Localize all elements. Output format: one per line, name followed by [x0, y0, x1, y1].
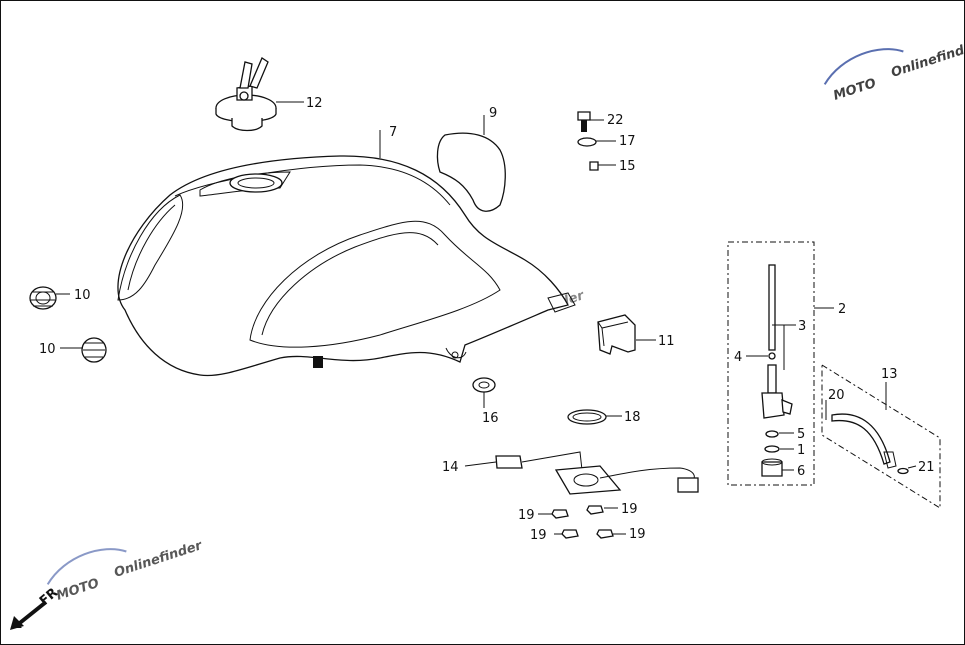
fuel-cock-assembly-box: [727, 241, 815, 486]
callout-19-d: 19: [629, 527, 646, 542]
grommet-drawing: [472, 377, 496, 393]
callout-17: 17: [619, 134, 636, 149]
fuel-sensor-drawing: [495, 451, 699, 495]
knee-pad-drawing: [436, 132, 506, 212]
fuel-cap-drawing: [215, 57, 277, 132]
callout-19-c: 19: [530, 528, 547, 543]
callout-9: 9: [489, 106, 497, 121]
collar-drawing: [589, 161, 599, 171]
callout-12: 12: [306, 96, 323, 111]
callout-18: 18: [624, 410, 641, 425]
fuel-hose-drawing: [825, 400, 909, 475]
callout-15: 15: [619, 159, 636, 174]
o-ring-drawing: [567, 409, 607, 425]
callout-20: 20: [828, 388, 845, 403]
callout-1: 1: [797, 443, 805, 458]
rubber-knob-drawing-a: [29, 286, 57, 310]
callout-labels: 12 7 9 22 17 15 10 10 11 16 18 14 19 19 …: [39, 96, 935, 543]
rubber-knob-drawing-b: [81, 337, 107, 363]
nut-drawing-a: [551, 509, 569, 519]
callout-10-a: 10: [74, 288, 91, 303]
callout-21: 21: [918, 460, 935, 475]
fuel-tank-drawing: [117, 155, 576, 377]
callout-14: 14: [442, 460, 459, 475]
washer-drawing: [577, 137, 597, 147]
callout-2: 2: [838, 302, 846, 317]
callout-19-b: 19: [621, 502, 638, 517]
bracket-drawing: [597, 314, 636, 355]
callout-4: 4: [734, 350, 742, 365]
leader-lines: [56, 101, 917, 535]
nut-drawing-c: [561, 529, 579, 539]
callout-22: 22: [607, 113, 624, 128]
callout-11: 11: [658, 334, 675, 349]
callout-13: 13: [881, 367, 898, 382]
callout-5: 5: [797, 427, 805, 442]
callout-10-b: 10: [39, 342, 56, 357]
nut-drawing-d: [596, 529, 614, 539]
callout-7: 7: [389, 125, 397, 140]
nut-drawing-b: [586, 505, 604, 515]
fuel-cock-drawing: [761, 264, 793, 477]
callout-3: 3: [798, 319, 806, 334]
callout-6: 6: [797, 464, 805, 479]
callout-16: 16: [482, 411, 499, 426]
callout-19-a: 19: [518, 508, 535, 523]
